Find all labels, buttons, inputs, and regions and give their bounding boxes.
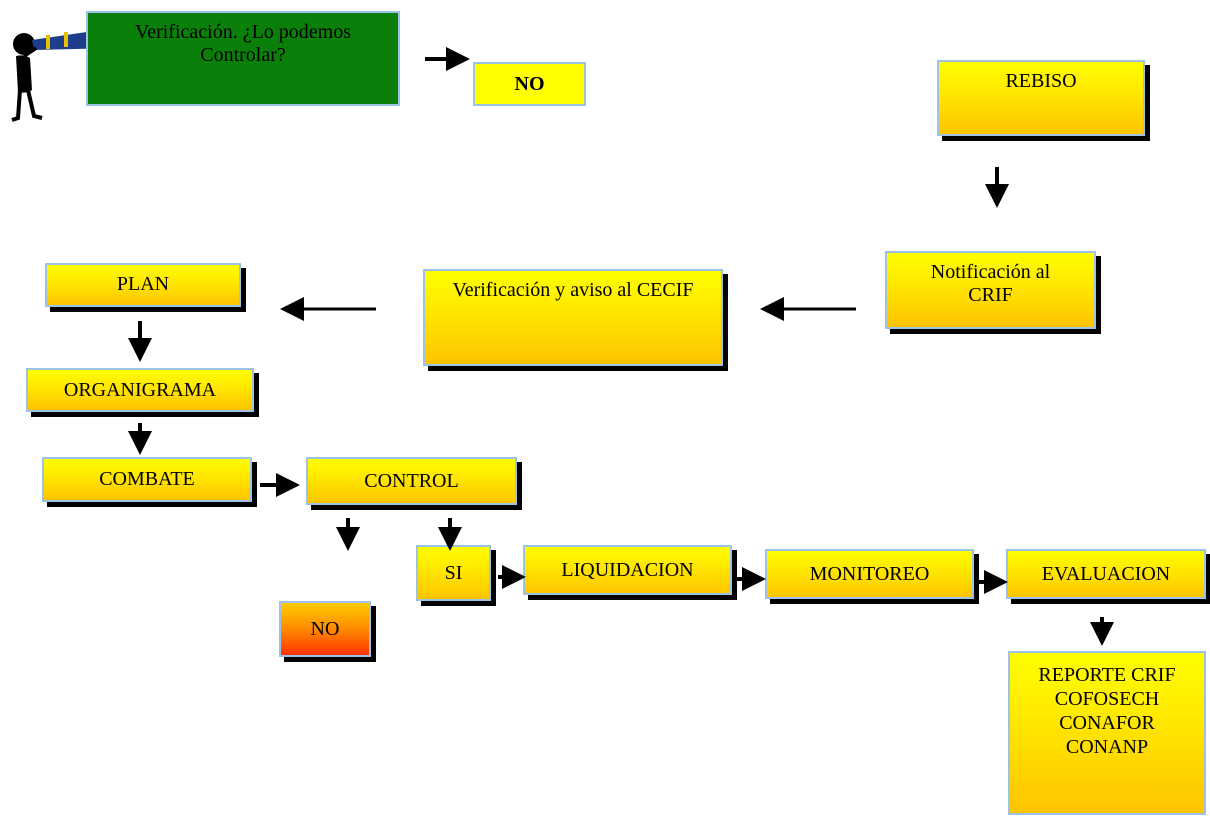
node-control-label: CONTROL (364, 469, 459, 492)
node-si: SI (416, 545, 491, 601)
node-no-top: NO (473, 62, 586, 106)
node-notificacion: Notificación al CRIF (885, 251, 1096, 329)
node-verificacion-controlar-label: Verificación. ¿Lo podemos Controlar? (134, 21, 352, 66)
node-reporte-label: REPORTE CRIF COFOSECH CONAFOR CONANP (1038, 664, 1176, 758)
node-verificacion-controlar: Verificación. ¿Lo podemos Controlar? (86, 11, 400, 106)
node-verificacion-aviso-label: Verificación y aviso al CECIF (452, 279, 694, 301)
node-control: CONTROL (306, 457, 517, 505)
node-plan-label: PLAN (116, 273, 170, 295)
node-verificacion-aviso: Verificación y aviso al CECIF (423, 269, 723, 366)
node-no-bottom: NO (279, 601, 371, 657)
node-liquidacion: LIQUIDACION (523, 545, 732, 595)
node-monitoreo-label: MONITOREO (809, 562, 930, 585)
node-liquidacion-label: LIQUIDACION (561, 558, 694, 581)
node-evaluacion-label: EVALUACION (1041, 562, 1171, 585)
node-no-bottom-label: NO (310, 617, 340, 640)
node-notificacion-label: Notificación al CRIF (930, 261, 1051, 306)
node-no-top-label: NO (514, 72, 545, 95)
node-organigrama-label: ORGANIGRAMA (63, 378, 217, 401)
node-evaluacion: EVALUACION (1006, 549, 1206, 599)
node-si-label: SI (444, 561, 463, 584)
node-combate: COMBATE (42, 457, 252, 502)
node-monitoreo: MONITOREO (765, 549, 974, 599)
node-organigrama: ORGANIGRAMA (26, 368, 254, 412)
node-reporte: REPORTE CRIF COFOSECH CONAFOR CONANP (1008, 651, 1206, 815)
node-plan: PLAN (45, 263, 241, 307)
node-combate-label: COMBATE (99, 468, 195, 490)
node-rebiso: REBISO (937, 60, 1145, 136)
node-rebiso-label: REBISO (1005, 70, 1077, 92)
